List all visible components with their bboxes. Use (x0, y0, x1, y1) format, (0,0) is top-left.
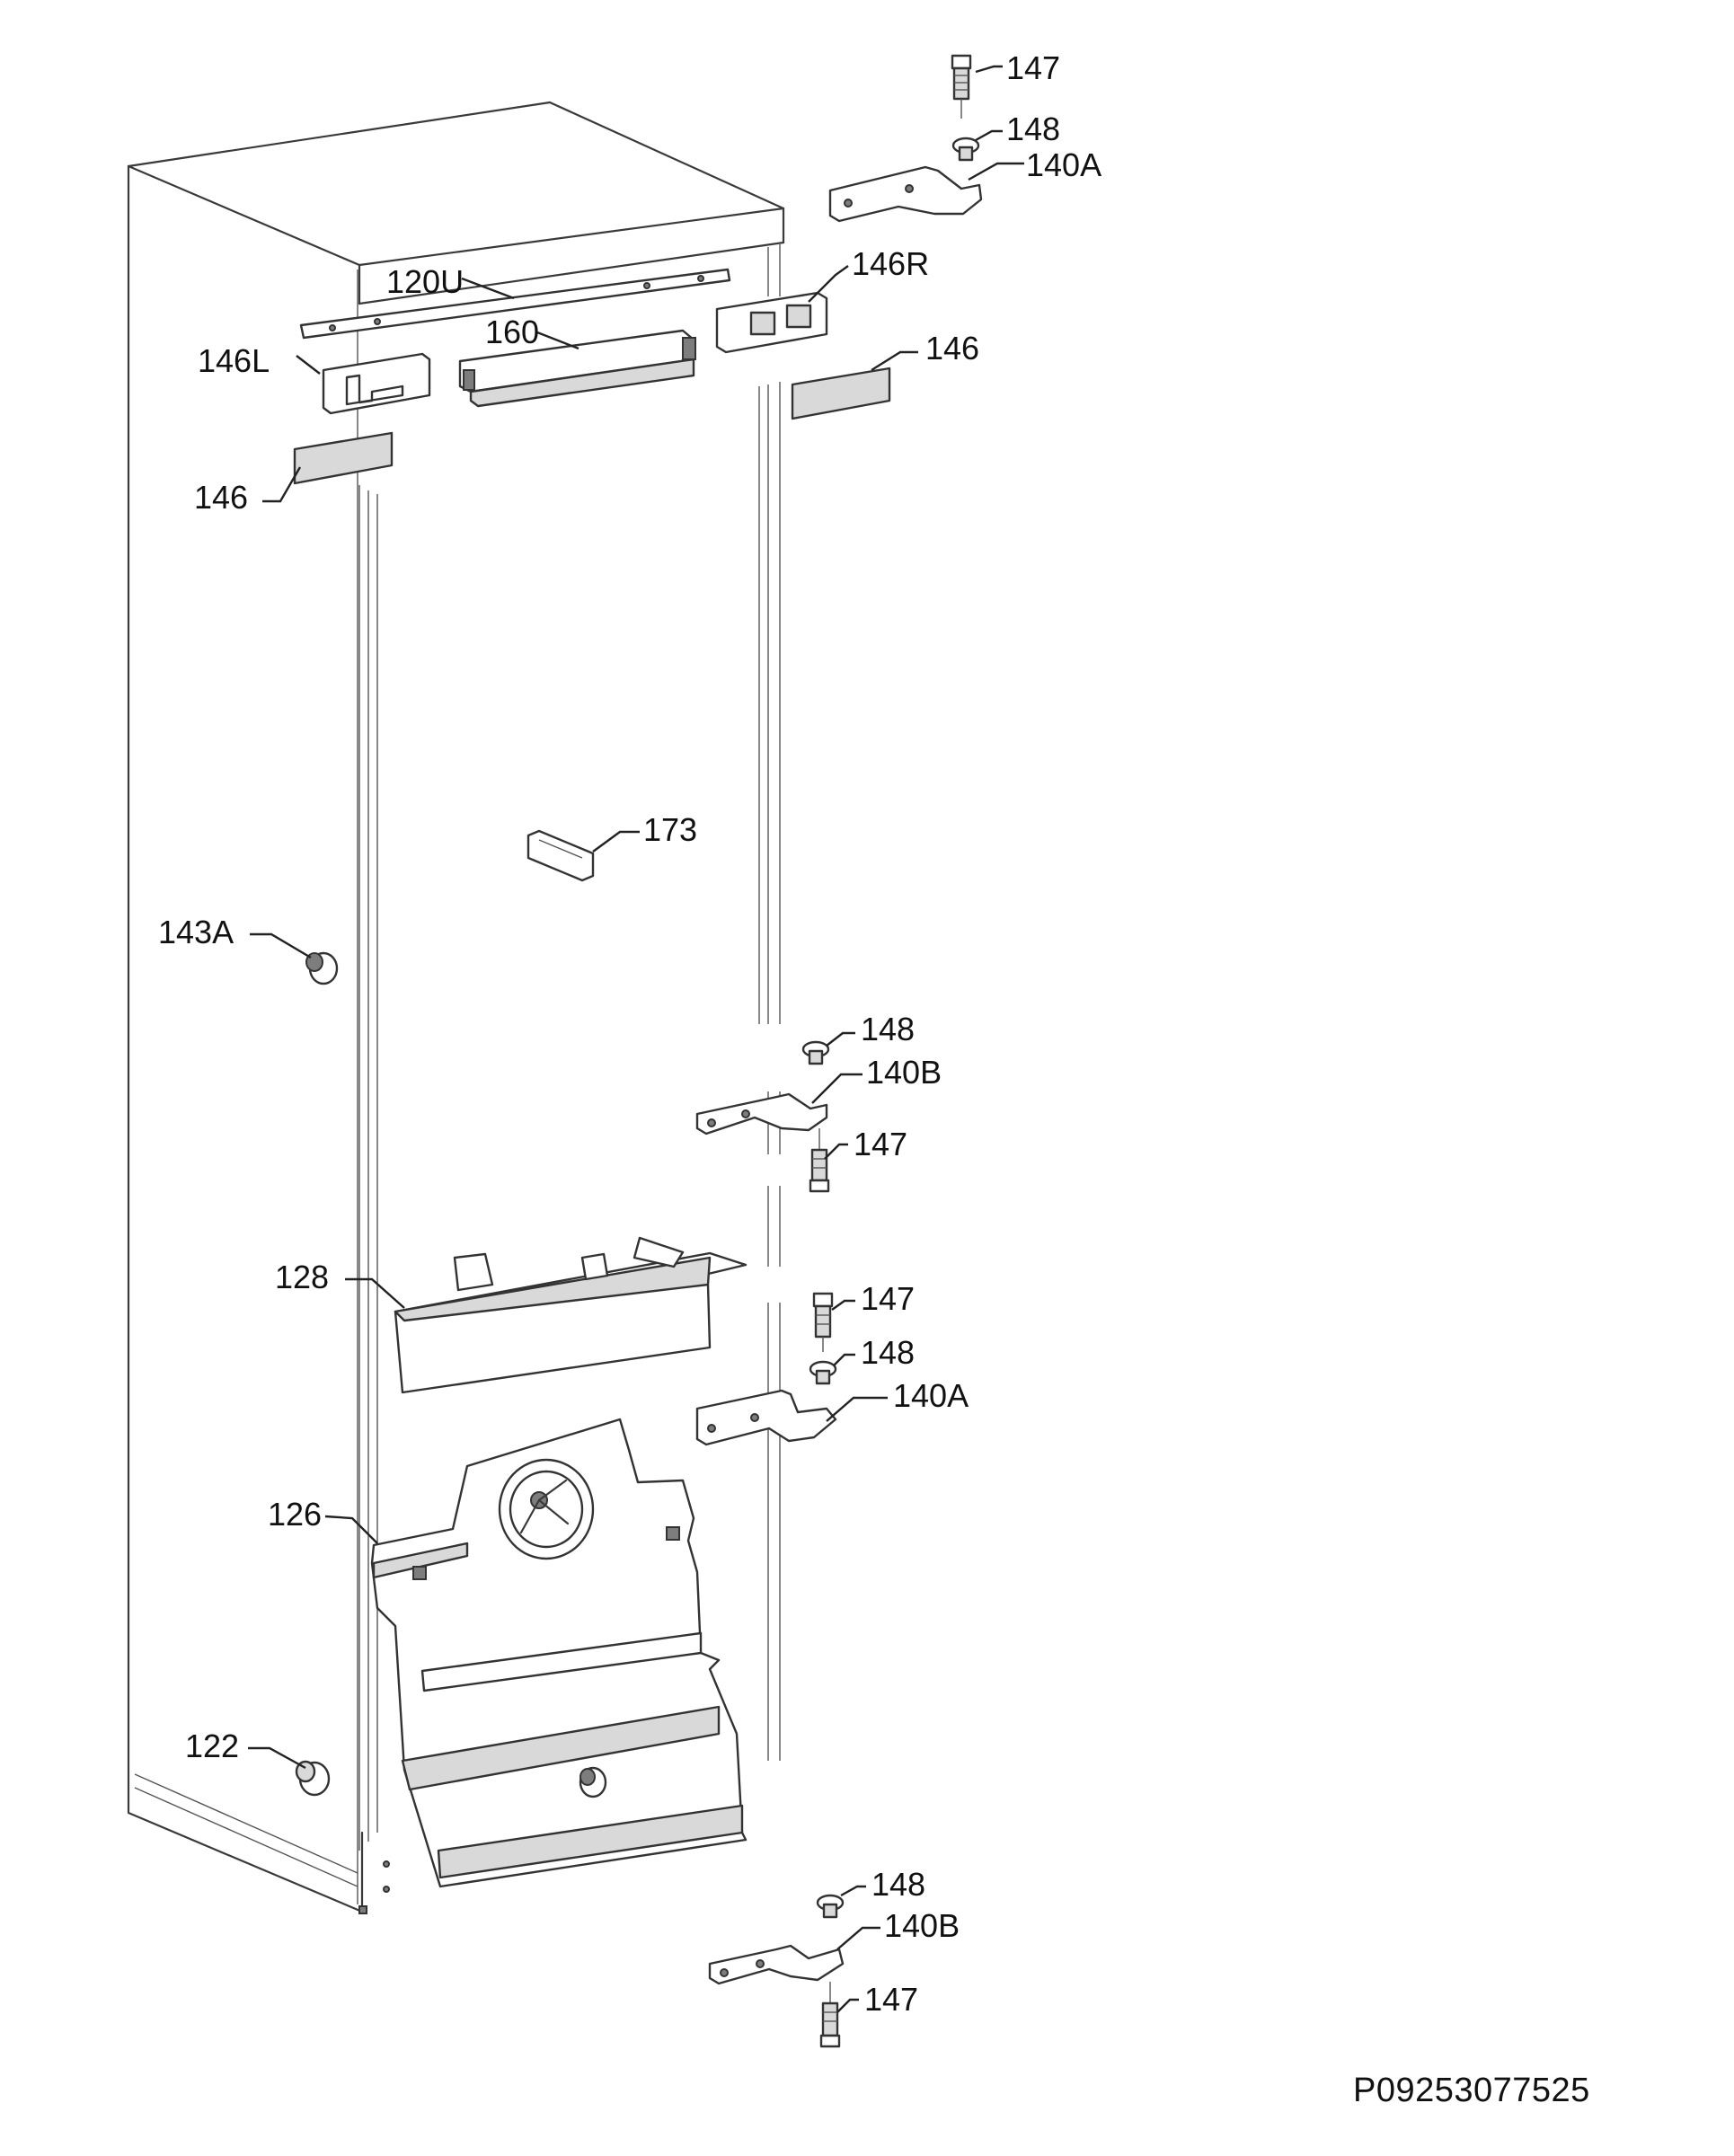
label-140a: 140A (1026, 146, 1101, 183)
part-146-pad-right (791, 367, 891, 420)
label-173: 173 (643, 811, 697, 848)
part-146l-bracket (322, 352, 431, 415)
part-126-housing (370, 1418, 748, 1888)
part-128-shelf (394, 1236, 748, 1394)
part-147-screw-mid (809, 1128, 830, 1193)
label-147: 147 (864, 1981, 918, 2018)
label-148: 148 (861, 1334, 915, 1371)
part-140b-hinge-bot (708, 1944, 845, 1985)
part-147-screw-bot (819, 1982, 841, 2048)
part-140a-hinge-top (828, 165, 983, 223)
label-146: 146 (925, 330, 979, 367)
part-146r-bracket (715, 291, 828, 354)
part-147-screw-top (951, 54, 972, 119)
part-labels: 147 148 140A 146R 120U 160 146L 146 146 … (158, 49, 1101, 2018)
part-140b-hinge-mid (695, 1092, 828, 1135)
leader-lines (248, 65, 1024, 2013)
label-146r: 146R (852, 245, 929, 282)
label-147: 147 (861, 1280, 915, 1317)
label-140b: 140B (884, 1907, 960, 1944)
label-147: 147 (854, 1126, 907, 1162)
part-173-clip (526, 829, 595, 882)
label-148: 148 (1006, 110, 1060, 147)
part-148-washer-bot (816, 1894, 845, 1919)
part-160-light-bar (458, 329, 696, 408)
label-147: 147 (1006, 49, 1060, 86)
label-140b: 140B (866, 1054, 942, 1091)
part-140a-hinge-low (695, 1389, 837, 1446)
cabinet-body (127, 101, 785, 1914)
label-143a: 143A (158, 914, 234, 950)
diagram-code: P09253077525 (1353, 2072, 1590, 2109)
label-126: 126 (268, 1496, 322, 1533)
label-148: 148 (861, 1011, 915, 1047)
part-146-pad-left (293, 431, 394, 485)
part-148-washer-top (951, 137, 980, 162)
label-146l: 146L (198, 342, 270, 379)
part-148-washer-mid (801, 1040, 830, 1065)
label-148: 148 (871, 1866, 925, 1903)
part-148-washer-low (809, 1360, 837, 1385)
label-146: 146 (194, 479, 248, 516)
label-140a: 140A (893, 1377, 969, 1414)
label-122: 122 (185, 1727, 239, 1764)
label-128: 128 (275, 1259, 329, 1295)
part-143a-cap (305, 951, 339, 985)
part-120u-strip (299, 268, 731, 340)
part-147-screw-low (812, 1292, 834, 1352)
label-160: 160 (485, 314, 539, 350)
label-120u: 120U (386, 263, 464, 300)
